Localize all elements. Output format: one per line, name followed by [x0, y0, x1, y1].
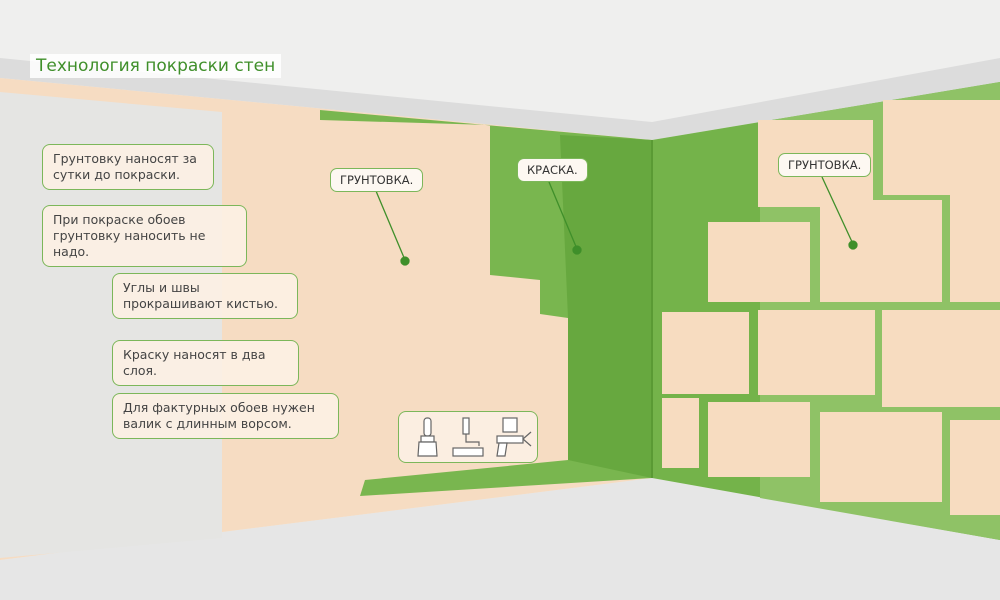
floor: [0, 478, 1000, 600]
note-textured-roller: Для фактурных обоев нужен валик с длинны…: [112, 393, 339, 439]
label-paint: КРАСКА.: [517, 158, 588, 182]
spray-gun-icon: [496, 417, 532, 457]
note-wallpaper-primer: При покраске обоев грунтовку наносить не…: [42, 205, 247, 267]
pointer-dot: [572, 245, 582, 255]
note-primer-timing: Грунтовку наносят за сутки до покраски.: [42, 144, 214, 190]
label-primer-right: ГРУНТОВКА.: [778, 153, 872, 177]
roller-icon: [452, 417, 484, 457]
note-corners-brush: Углы и швы прокрашивают кистью.: [112, 273, 298, 319]
pointer-dot: [400, 256, 410, 266]
ceiling-edge: [0, 58, 1000, 140]
label-primer-left: ГРУНТОВКА.: [330, 168, 424, 192]
note-two-layers: Краску наносят в два слоя.: [112, 340, 299, 386]
tools-panel: [398, 411, 538, 463]
pointer-dot: [848, 240, 858, 250]
page-title: Технология покраски стен: [30, 54, 282, 78]
brush-icon: [417, 417, 438, 457]
right-wall-bricks: [662, 100, 1000, 515]
